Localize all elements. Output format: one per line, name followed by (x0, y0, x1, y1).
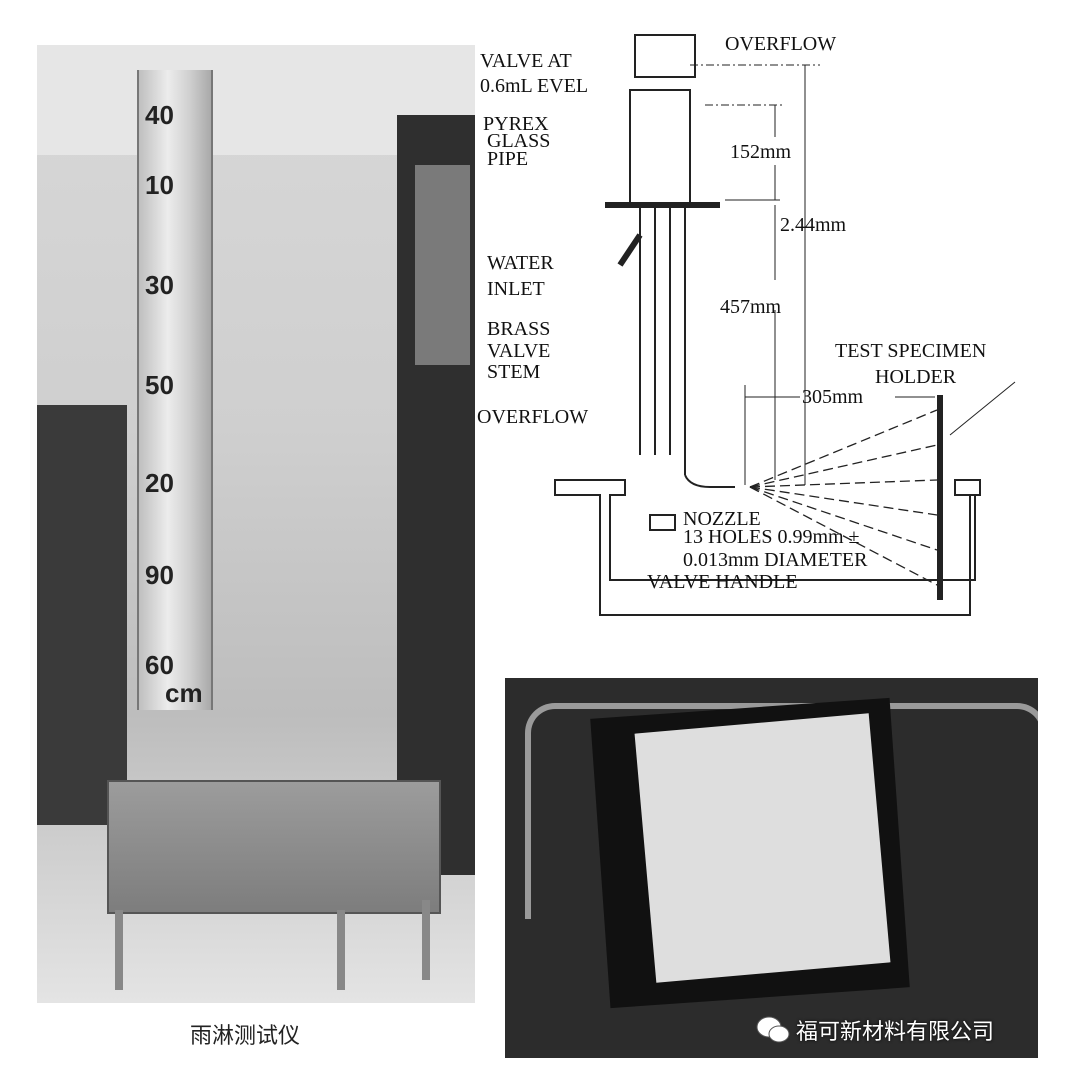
watermark-text: 福可新材料有限公司 (796, 1020, 995, 1045)
label-test-1: TEST SPECIMEN (835, 340, 986, 362)
scale-mark: 20 (145, 468, 174, 498)
scale-mark: 10 (145, 170, 174, 200)
label-test-2: HOLDER (875, 366, 957, 388)
label-nozzle-1: NOZZLE (683, 508, 761, 530)
label-nozzle-3: 0.013mm DIAMETER (683, 549, 868, 571)
apparatus-diagram: OVERFLOW VALVE AT 0.6mL EVEL PYREX GLASS… (477, 33, 1016, 616)
label-water-1: WATER (487, 252, 554, 274)
label-brass-2: VALVE (487, 340, 550, 362)
scale-mark: 50 (145, 370, 174, 400)
specimen-holder-photo (505, 678, 1038, 1058)
label-valve-at-2: 0.6mL EVEL (480, 75, 588, 97)
label-nozzle-2: 13 HOLES 0.99mm ± (683, 526, 860, 548)
label-brass-1: BRASS (487, 318, 550, 340)
watermark: 福可新材料有限公司 (756, 1014, 994, 1046)
label-valve-at-1: VALVE AT (480, 50, 572, 72)
diagram-labels: OVERFLOW VALVE AT 0.6mL EVEL PYREX GLASS… (477, 33, 986, 593)
dimension-152: 152mm (730, 141, 792, 163)
dimension-305: 305mm (802, 386, 864, 408)
dimension-457: 457mm (720, 296, 782, 318)
water-tank (107, 780, 441, 914)
scale-mark: 60 (145, 650, 174, 680)
photo-caption: 雨淋测试仪 (190, 1024, 301, 1049)
label-pyrex-3: PIPE (487, 148, 528, 170)
label-overflow-top: OVERFLOW (725, 33, 836, 55)
label-pyrex-2: GLASS (487, 130, 550, 152)
wechat-icon (756, 1016, 790, 1043)
label-pyrex-1: PYREX (483, 113, 549, 135)
label-water-2: INLET (487, 278, 545, 300)
label-brass-3: STEM (487, 361, 541, 383)
scale-mark: 40 (145, 100, 174, 130)
dimension-244: 2.44mm (780, 214, 847, 236)
scale-unit: cm (165, 678, 203, 708)
scale-mark: 90 (145, 560, 174, 590)
label-valve-handle: VALVE HANDLE (647, 571, 798, 593)
label-overflow-bottom: OVERFLOW (477, 406, 588, 428)
scale-mark: 30 (145, 270, 174, 300)
graduated-tube: 40 10 30 50 20 90 60 cm (137, 70, 213, 710)
rain-tester-photo: 40 10 30 50 20 90 60 cm (37, 45, 475, 1003)
